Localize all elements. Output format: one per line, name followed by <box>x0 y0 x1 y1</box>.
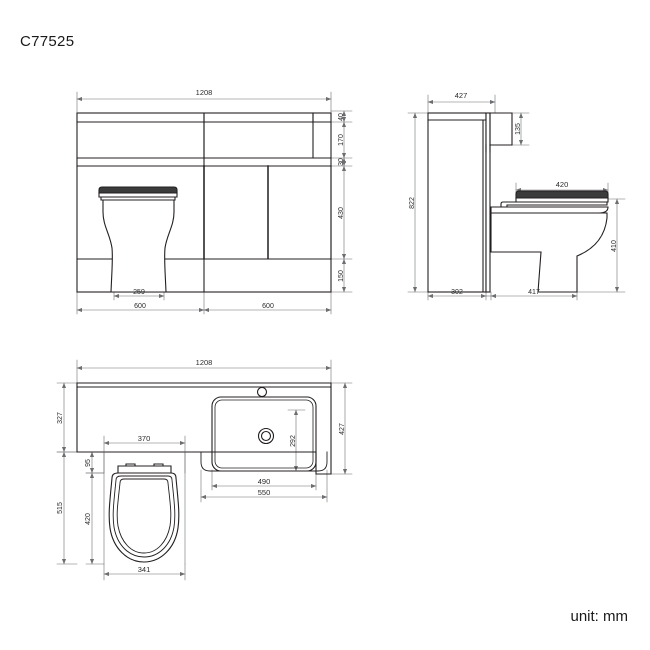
dim-plan-basin-outer-width: 550 <box>258 488 271 497</box>
dim-side-worktop-depth: 427 <box>455 91 468 100</box>
dim-front-worktop-edge: 40 <box>338 113 345 121</box>
dim-front-door-height: 430 <box>338 207 345 219</box>
plan-view-dim-labels: 1208 327 515 95 420 427 370 341 292 490 … <box>57 358 346 574</box>
dim-plan-toilet-total-depth: 515 <box>57 502 64 514</box>
page-title: C77525 <box>20 33 75 50</box>
dim-front-toilet-width: 259 <box>133 289 145 296</box>
dim-plan-hinge-offset: 95 <box>85 459 92 467</box>
dim-plan-left-depth: 327 <box>57 412 64 424</box>
dim-side-basin-projection: 135 <box>515 123 522 135</box>
dim-plan-basin-depth: 292 <box>290 435 297 447</box>
dim-front-left-unit-width: 600 <box>134 303 146 310</box>
dim-side-pan-projection: 417 <box>528 289 540 296</box>
dim-plan-seat-overall-width: 370 <box>138 434 151 443</box>
dim-plan-right-depth: 427 <box>339 423 346 435</box>
dim-front-plinth-height: 150 <box>338 270 345 282</box>
front-view-dim-labels: 1208 40 170 30 430 150 259 600 600 <box>133 88 345 310</box>
dim-side-cabinet-depth: 302 <box>451 289 463 296</box>
dim-front-overall-width: 1208 <box>196 88 213 97</box>
dim-plan-seat-length: 420 <box>85 513 92 525</box>
dim-front-right-unit-width: 600 <box>262 303 274 310</box>
dim-plan-seat-width: 341 <box>138 565 151 574</box>
dim-side-pan-height: 410 <box>611 240 618 252</box>
dim-side-overall-height: 822 <box>409 197 416 209</box>
front-elevation-view: 1208 40 170 30 430 150 259 600 600 <box>76 88 353 315</box>
dim-side-seat-length: 420 <box>556 180 569 189</box>
unit-label: unit: mm <box>570 608 628 625</box>
side-elevation-view: 427 135 822 420 410 302 417 <box>407 91 626 301</box>
side-view-dim-labels: 427 135 822 420 410 302 417 <box>409 91 618 296</box>
plan-view: 1208 327 515 95 420 427 370 341 292 490 … <box>56 358 353 581</box>
dim-plan-overall-width: 1208 <box>196 358 213 367</box>
dim-front-basin-front-height: 170 <box>338 134 345 146</box>
dim-plan-basin-inner-width: 490 <box>258 477 271 486</box>
dim-front-worktop-band: 30 <box>338 158 345 166</box>
